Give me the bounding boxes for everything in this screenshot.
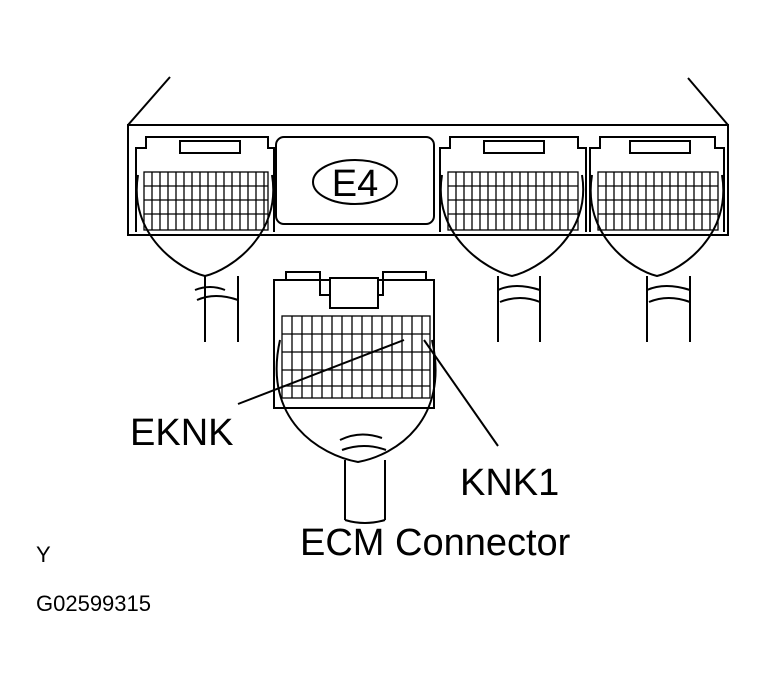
ecm-label-panel: E4 <box>275 136 435 225</box>
figure-code: G02599315 <box>36 591 151 616</box>
ecm-connector-right-a <box>439 136 587 342</box>
knk1-leader <box>423 339 499 447</box>
eknk-leader <box>237 339 405 405</box>
ecm-connector-right-b-pins <box>598 172 718 230</box>
ecm-connector-left <box>135 136 275 342</box>
callout-leaders <box>237 339 499 447</box>
ecm-connector-detached <box>273 271 437 524</box>
knk1-label: KNK1 <box>460 462 559 504</box>
ecm-badge-text: E4 <box>332 163 378 205</box>
diagram-caption: ECM Connector <box>300 522 571 564</box>
corner-mark: Y <box>36 542 51 567</box>
eknk-label: EKNK <box>130 412 233 454</box>
ecm-connector-right-a-pins <box>448 172 578 230</box>
ecm-connector-right-b <box>589 136 725 342</box>
ecm-connector-left-pins <box>144 172 268 230</box>
ecm-body <box>127 76 729 236</box>
